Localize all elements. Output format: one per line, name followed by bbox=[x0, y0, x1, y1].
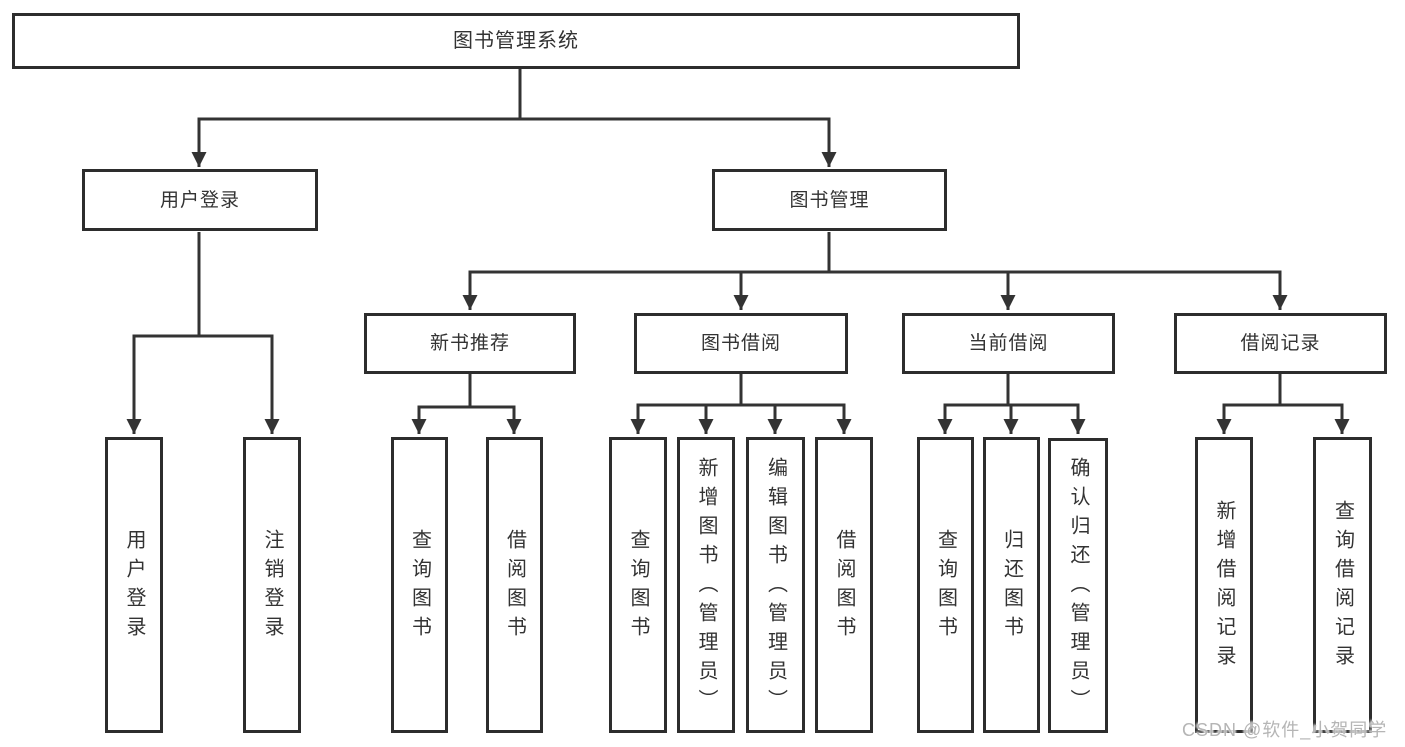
node-user-login-branch: 用户登录 bbox=[82, 169, 318, 231]
csdn-watermark: CSDN @软件_小贺同学 bbox=[1182, 720, 1388, 740]
node-current-borrowing: 当前借阅 bbox=[902, 313, 1115, 374]
leaf-records-query-borrow-record: 查询借阅记录 bbox=[1313, 437, 1372, 733]
node-book-management-branch: 图书管理 bbox=[712, 169, 947, 231]
leaf-current-confirm-return-admin: 确认归还（管理员） bbox=[1048, 438, 1108, 733]
arrow-connector-segments bbox=[126, 119, 1350, 434]
node-book-borrowing: 图书借阅 bbox=[634, 313, 848, 374]
leaf-records-add-borrow-record: 新增借阅记录 bbox=[1195, 437, 1253, 733]
leaf-borrowing-query-books: 查询图书 bbox=[609, 437, 667, 733]
leaf-logout: 注销登录 bbox=[243, 437, 301, 733]
leaf-current-query-books: 查询图书 bbox=[917, 437, 974, 733]
node-borrowing-records: 借阅记录 bbox=[1174, 313, 1387, 374]
leaf-borrowing-add-books-admin: 新增图书（管理员） bbox=[677, 437, 735, 733]
node-new-book-recommend: 新书推荐 bbox=[364, 313, 576, 374]
leaf-borrowing-borrow-books: 借阅图书 bbox=[815, 437, 873, 733]
node-library-system-root: 图书管理系统 bbox=[12, 13, 1020, 69]
leaf-borrowing-edit-books-admin: 编辑图书（管理员） bbox=[746, 437, 805, 733]
leaf-recommend-query-books: 查询图书 bbox=[391, 437, 448, 733]
leaf-user-login: 用户登录 bbox=[105, 437, 163, 733]
leaf-recommend-borrow-books: 借阅图书 bbox=[486, 437, 543, 733]
leaf-current-return-books: 归还图书 bbox=[983, 437, 1040, 733]
